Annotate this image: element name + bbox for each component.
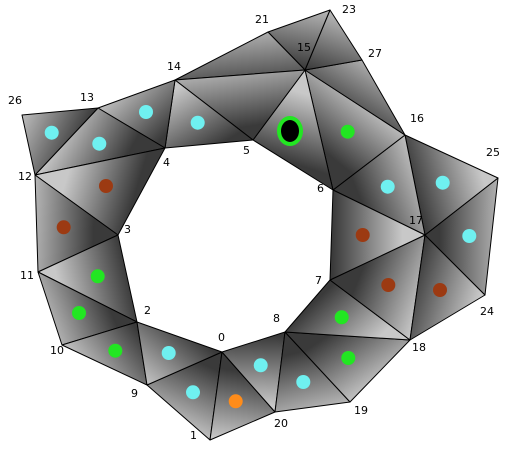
green-face-marker[interactable] bbox=[108, 343, 123, 358]
green-face-marker[interactable] bbox=[341, 351, 356, 365]
vertex-label-5: 5 bbox=[243, 144, 250, 157]
green-face-marker[interactable] bbox=[334, 310, 349, 325]
vertex-label-10: 10 bbox=[50, 344, 64, 357]
markers-layer bbox=[44, 105, 477, 409]
brown-face-marker[interactable] bbox=[433, 283, 447, 297]
cyan-face-marker[interactable] bbox=[161, 346, 176, 360]
vertex-label-18: 18 bbox=[412, 341, 426, 354]
selected-face-marker[interactable] bbox=[281, 120, 299, 142]
brown-face-marker[interactable] bbox=[99, 179, 113, 193]
vertex-label-19: 19 bbox=[354, 404, 368, 417]
vertex-label-7: 7 bbox=[315, 274, 322, 287]
cyan-face-marker[interactable] bbox=[44, 125, 59, 140]
vertex-label-20: 20 bbox=[274, 417, 288, 430]
brown-face-marker[interactable] bbox=[355, 228, 370, 242]
vertex-label-13: 13 bbox=[80, 91, 94, 104]
cyan-face-marker[interactable] bbox=[296, 375, 311, 389]
cyan-face-marker[interactable] bbox=[253, 358, 268, 373]
vertex-label-11: 11 bbox=[20, 269, 34, 282]
cyan-face-marker[interactable] bbox=[92, 136, 107, 151]
vertex-label-26: 26 bbox=[8, 94, 22, 107]
vertex-label-8: 8 bbox=[273, 312, 280, 325]
vertex-label-27: 27 bbox=[368, 47, 382, 60]
cyan-face-marker[interactable] bbox=[186, 385, 200, 400]
vertex-label-3: 3 bbox=[124, 223, 131, 236]
face-6-7-17[interactable] bbox=[329, 189, 426, 281]
cyan-face-marker[interactable] bbox=[190, 115, 205, 130]
orange-face-marker[interactable] bbox=[228, 394, 243, 409]
vertex-label-9: 9 bbox=[131, 387, 138, 400]
green-face-marker[interactable] bbox=[90, 269, 105, 284]
vertex-label-23: 23 bbox=[342, 3, 356, 16]
vertex-label-15: 15 bbox=[297, 41, 311, 54]
green-face-marker[interactable] bbox=[72, 306, 86, 320]
vertex-label-1: 1 bbox=[190, 429, 197, 442]
cyan-face-marker[interactable] bbox=[380, 179, 395, 194]
faces-layer bbox=[21, 9, 499, 441]
vertex-label-24: 24 bbox=[480, 305, 494, 318]
face-0-2-9[interactable] bbox=[136, 321, 223, 386]
vertex-label-17: 17 bbox=[409, 214, 423, 227]
cyan-face-marker[interactable] bbox=[139, 105, 153, 119]
green-face-marker[interactable] bbox=[340, 124, 355, 139]
vertex-labels-layer: 0123456789101112131415161718192021232425… bbox=[8, 3, 500, 442]
vertex-label-6: 6 bbox=[317, 182, 324, 195]
vertex-label-4: 4 bbox=[163, 156, 170, 169]
vertex-label-25: 25 bbox=[486, 146, 500, 159]
vertex-label-2: 2 bbox=[144, 304, 151, 317]
cyan-face-marker[interactable] bbox=[462, 229, 477, 243]
vertex-label-14: 14 bbox=[167, 60, 181, 73]
vertex-label-21: 21 bbox=[255, 13, 269, 26]
vertex-label-12: 12 bbox=[18, 170, 32, 183]
vertex-label-16: 16 bbox=[410, 112, 424, 125]
face-12-13-26[interactable] bbox=[21, 107, 99, 176]
brown-face-marker[interactable] bbox=[381, 278, 396, 292]
brown-face-marker[interactable] bbox=[56, 220, 71, 235]
vertex-label-0: 0 bbox=[218, 331, 225, 344]
cyan-face-marker[interactable] bbox=[435, 175, 450, 190]
